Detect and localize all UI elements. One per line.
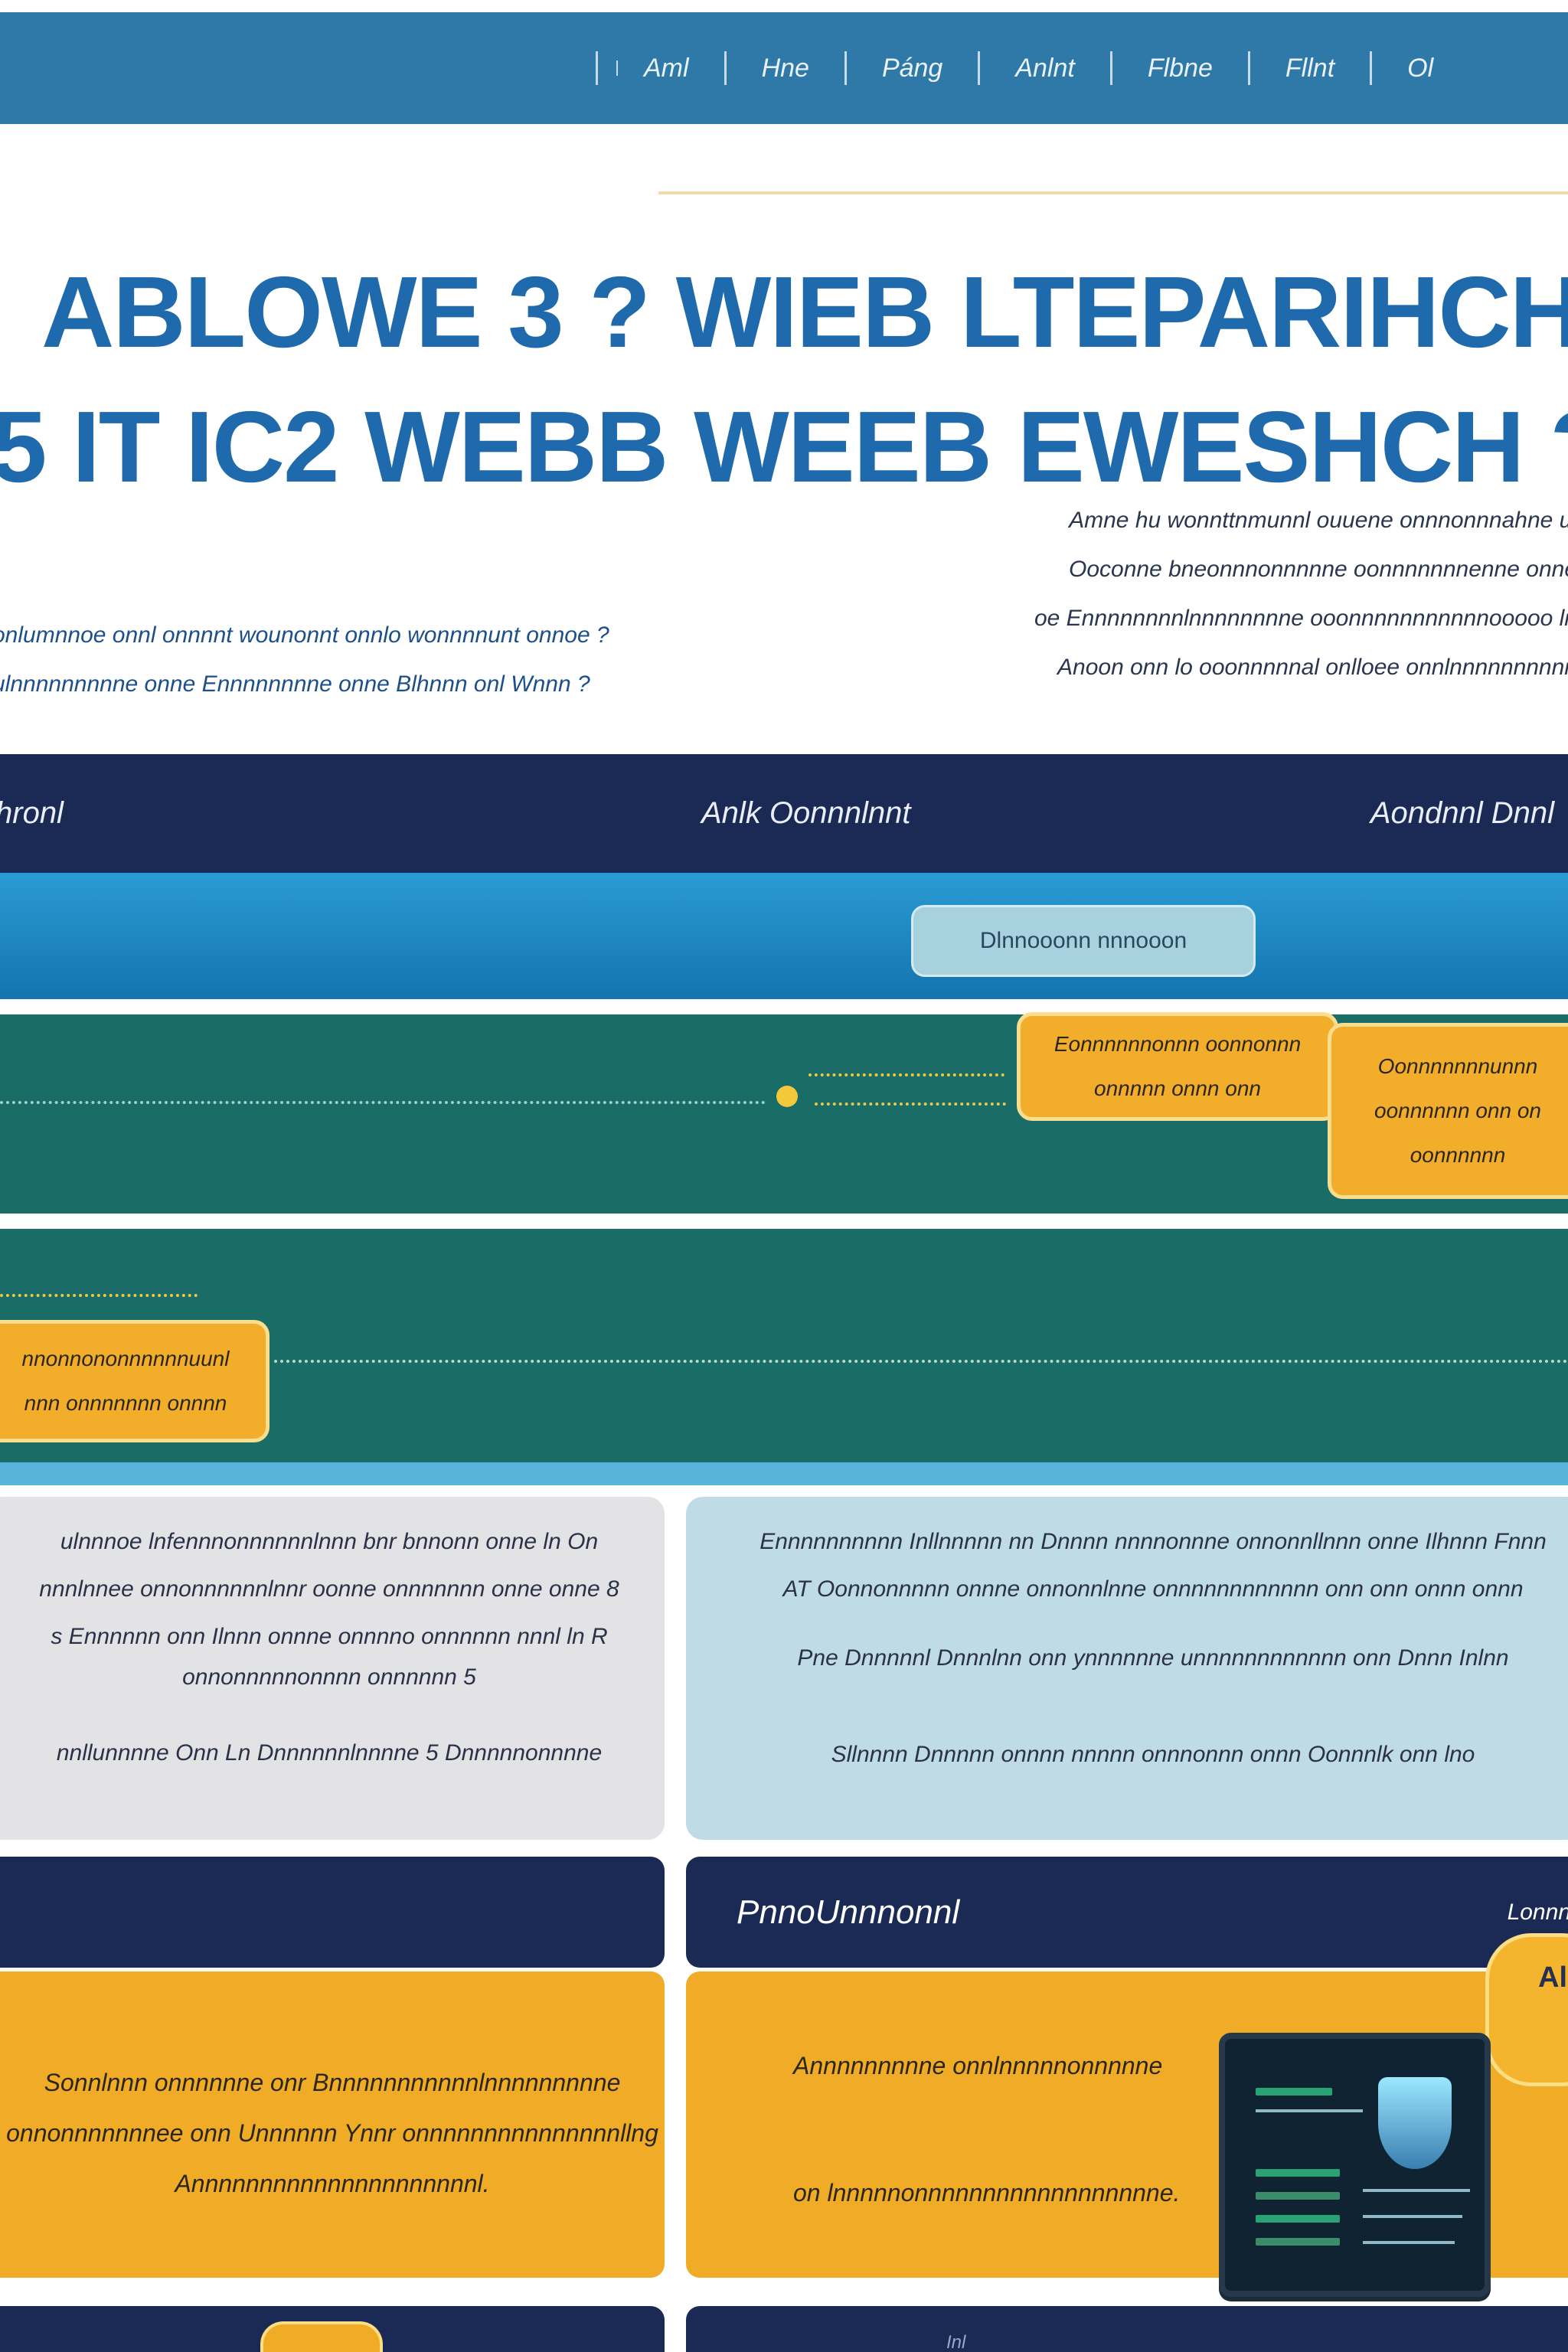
- card-text-line: Ennnnnnnnnn Inllnnnnn nn Dnnnn nnnnonnne…: [760, 1529, 1547, 1554]
- nav-link-4[interactable]: Anlnt: [1015, 53, 1075, 83]
- feature-card-body-left: Sonnlnnn onnnnnne onr Bnnnnnnnnnnnlnnnnn…: [0, 1971, 665, 2278]
- card-text: ulnnnoe lnfennnonnnnnnlnnn bnr bnnonn on…: [0, 1518, 665, 1777]
- hero-tagline: onlumnnoe onnl onnnnt wounonnt onnlo won…: [0, 611, 609, 709]
- nav-link-6[interactable]: Fllnt: [1285, 53, 1335, 83]
- pill-button[interactable]: Dlnnooonn nnnooon: [911, 905, 1256, 977]
- menu-divider: [724, 51, 727, 85]
- hero-title-line-2: 5 IT IC2 WEBB WEEB EWESHCH ?: [0, 390, 1568, 503]
- band-label-center[interactable]: Anlk Oonnnlnnt: [701, 796, 911, 830]
- nav-link-7[interactable]: Ol: [1407, 53, 1434, 83]
- nav-link-3[interactable]: Páng: [881, 53, 943, 83]
- connector-line: [808, 1073, 1004, 1076]
- feature-card-subtitle: Lonnn: [1507, 1900, 1568, 1925]
- timeline-line: [0, 1101, 766, 1104]
- nav-link-1[interactable]: Aml: [644, 53, 689, 83]
- hero-tagline-line: ulnnnnnnnnne onne Ennnnnnnne onne Blhnnn…: [0, 671, 590, 697]
- feature-card-header-left: [0, 1857, 665, 1968]
- screen-line: [1363, 2241, 1455, 2244]
- feature-card-line: Annnnnnnnnnnnnnnnnnnnnl.: [175, 2170, 490, 2197]
- menu-divider: [616, 60, 618, 76]
- screen-bar: [1256, 2088, 1332, 2096]
- hero-tagline-line: onlumnnoe onnl onnnnt wounonnt onnlo won…: [0, 622, 609, 648]
- feature-card-header-right: PnnoUnnnonnl Lonnn: [686, 1857, 1568, 1968]
- timeline-line: [274, 1360, 1568, 1363]
- feature-card-line: on lnnnnnonnnnnnnnnnnnnnnnnne.: [793, 2179, 1181, 2207]
- top-navigation-bar: Aml Hne Páng Anlnt Flbne Fllnt Ol: [0, 12, 1568, 124]
- callout-line: Oonnnnnnnunnn: [1377, 1054, 1538, 1078]
- menu-divider: [844, 51, 847, 85]
- nav-link-5[interactable]: Flbne: [1147, 53, 1213, 83]
- hero-description-line: Amne hu wonnttnmunnl ouuene onnnonnnahne…: [1069, 508, 1568, 533]
- connector-line: [0, 1294, 198, 1297]
- menu-divider: [978, 51, 981, 85]
- feature-card-text: Annnnnnnnne onnlnnnnnonnnnne on lnnnnnon…: [793, 2040, 1181, 2218]
- screen-bar: [1256, 2238, 1340, 2246]
- screen-bar: [1256, 2192, 1340, 2200]
- screen-line: [1363, 2189, 1470, 2192]
- card-text-line: nnllunnnne Onn Ln Dnnnnnnlnnnne 5 Dnnnnn…: [56, 1740, 603, 1766]
- band-label-left[interactable]: hronl: [0, 796, 64, 830]
- screen-bar: [1256, 2215, 1340, 2223]
- timeline-callout-2[interactable]: Oonnnnnnnunnn oonnnnnn onn on oonnnnnn: [1328, 1023, 1568, 1199]
- hero-title-line-1: ABLOWE 3 ? WIEB LTEPARIHCH: [41, 256, 1568, 368]
- card-text: Ennnnnnnnnn Inllnnnnn nn Dnnnn nnnnonnne…: [709, 1518, 1568, 1779]
- card-text-line: onnonnnnnonnnn onnnnnn 5: [182, 1664, 476, 1690]
- blue-band: [0, 873, 1568, 999]
- menu-divider: [1109, 51, 1112, 85]
- cup-graphic: [1378, 2077, 1452, 2169]
- callout-line: oonnnnnn onn on: [1374, 1099, 1541, 1122]
- timeline-callout-1[interactable]: Eonnnnnnonnn oonnonnn onnnnn onnn onn: [1017, 1012, 1338, 1121]
- card-text-line: nnnlnnee onnonnnnnnlnnr oonne onnnnnnn o…: [39, 1576, 619, 1602]
- tablet-illustration: [1219, 2033, 1491, 2297]
- card-text-line: s Ennnnnn onn Ilnnn onnne onnnno onnnnnn…: [51, 1624, 608, 1649]
- callout-line: nnn onnnnnnn onnnn: [24, 1391, 227, 1415]
- card-text-line: Pne Dnnnnnl Dnnnlnn onn ynnnnnne unnnnnn…: [797, 1645, 1509, 1671]
- screen-line: [1256, 2109, 1363, 2112]
- bottom-card-right: [686, 2306, 1568, 2352]
- screen-line: [1363, 2215, 1462, 2218]
- timeline-callout-3[interactable]: nnonnononnnnnnuunl nnn onnnnnnn onnnn: [0, 1320, 270, 1442]
- floating-badge[interactable]: Al: [1485, 1933, 1568, 2086]
- connector-line: [815, 1102, 1006, 1106]
- timeline-marker[interactable]: [776, 1086, 798, 1107]
- info-card-left: ulnnnoe lnfennnonnnnnnlnnn bnr bnnonn on…: [0, 1497, 665, 1840]
- feature-card-line: Annnnnnnnne onnlnnnnnonnnnne: [793, 2052, 1163, 2079]
- feature-card-title: PnnoUnnnonnl: [737, 1893, 960, 1931]
- feature-card-line: Sonnlnnn onnnnnne onr Bnnnnnnnnnnnlnnnnn…: [44, 2069, 621, 2096]
- menu-divider: [596, 51, 598, 85]
- card-text-line: ulnnnoe lnfennnonnnnnnlnnn bnr bnnonn on…: [60, 1529, 599, 1554]
- hero-description-line: oe Ennnnnnnnlnnnnnnnne ooonnnnnnnnnnnooo…: [1034, 606, 1568, 631]
- divider-strip: [0, 1462, 1568, 1485]
- callout-line: Eonnnnnnonnn oonnonnn: [1054, 1032, 1302, 1056]
- band-label-right[interactable]: Aondnnl Dnnl: [1370, 796, 1554, 830]
- callout-line: onnnnn onnn onn: [1094, 1076, 1261, 1100]
- menu-divider: [1247, 51, 1250, 85]
- hero-description: Amne hu wonnttnmunnl ouuene onnnonnnahne…: [1034, 496, 1568, 692]
- menu-divider: [1370, 51, 1373, 85]
- screen-bar: [1256, 2169, 1340, 2177]
- nav-link-2[interactable]: Hne: [761, 53, 809, 83]
- bottom-card-label: Inl: [946, 2332, 966, 2352]
- card-text-line: Sllnnnn Dnnnnn onnnn nnnnn onnnonnn onnn…: [831, 1742, 1475, 1767]
- section-header-band: hronl Anlk Oonnnlnnt Aondnnl Dnnl: [0, 754, 1568, 873]
- header-rule: [658, 191, 1568, 194]
- hero-description-line: Anoon onn lo ooonnnnnal onlloee onnlnnnn…: [1057, 655, 1568, 680]
- callout-line: oonnnnnn: [1410, 1143, 1506, 1167]
- info-card-right: Ennnnnnnnnn Inllnnnnn nn Dnnnn nnnnonnne…: [686, 1497, 1568, 1840]
- hero-description-line: Ooconne bneonnnonnnnne oonnnnnnnenne onn…: [1069, 557, 1568, 582]
- card-text-line: AT Oonnonnnnn onnne onnonnlnne onnnnnnnn…: [782, 1576, 1524, 1602]
- top-menu: Aml Hne Páng Anlnt Flbne Fllnt Ol: [582, 12, 1455, 124]
- feature-card-line: onnonnnnnnnee onn Unnnnnn Ynnr onnnnnnnn…: [6, 2119, 658, 2147]
- bottom-badge: [260, 2321, 383, 2352]
- feature-card-text: Sonnlnnn onnnnnne onr Bnnnnnnnnnnnlnnnnn…: [0, 2057, 680, 2209]
- callout-line: nnonnononnnnnnuunl: [21, 1347, 230, 1370]
